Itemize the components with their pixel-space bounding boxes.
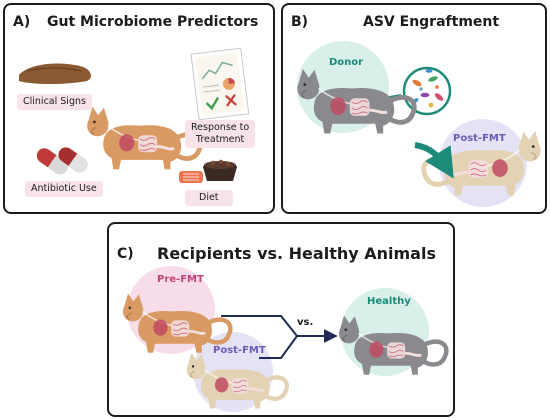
- panel-gut-microbiome-predictors: A) Gut Microbiome Predictors: [3, 3, 275, 214]
- label-healthy: Healthy: [367, 296, 411, 307]
- panel-asv-engraftment: B) ASV Engraftment Donor Post-FMT: [281, 3, 547, 214]
- panel-b-illustration: [283, 41, 547, 207]
- panel-recipients-vs-healthy: C) Recipients vs. Healthy Animals Pre-FM…: [107, 222, 455, 417]
- orange-cat-icon: [87, 107, 200, 170]
- panel-a-title: Gut Microbiome Predictors: [47, 14, 259, 30]
- label-post-fmt: Post-FMT: [453, 133, 506, 144]
- label-vs: vs.: [297, 317, 314, 328]
- post-fmt-connector: [259, 335, 298, 359]
- antibiotic-pill-icon: [36, 147, 88, 175]
- label-clinical-signs: Clinical Signs: [17, 94, 92, 110]
- label-post-fmt: Post-FMT: [213, 345, 266, 356]
- panel-b-letter: B): [291, 14, 309, 30]
- label-response-to-treatment: Response to Treatment: [185, 120, 256, 148]
- microbiome-magnifier-icon: [402, 66, 452, 116]
- label-diet: Diet: [185, 190, 233, 206]
- label-response-line1: Response to: [191, 122, 250, 133]
- pre-fmt-connector: [221, 315, 298, 337]
- panel-a-illustration: [19, 47, 250, 183]
- label-donor: Donor: [329, 57, 364, 68]
- diet-food-icon: [179, 159, 237, 183]
- stool-icon: [19, 63, 91, 84]
- panel-c-illustration: [109, 266, 455, 412]
- engraftment-arrow-icon: [414, 142, 454, 179]
- label-pre-fmt: Pre-FMT: [157, 274, 204, 285]
- label-antibiotic-use: Antibiotic Use: [25, 181, 103, 197]
- panel-c-title: Recipients vs. Healthy Animals: [157, 244, 436, 263]
- panel-a-letter: A): [13, 14, 31, 30]
- treatment-document-icon: [190, 47, 250, 121]
- label-response-line2: Treatment: [195, 134, 245, 145]
- panel-b-title: ASV Engraftment: [363, 14, 500, 30]
- panel-c-letter: C): [117, 246, 134, 262]
